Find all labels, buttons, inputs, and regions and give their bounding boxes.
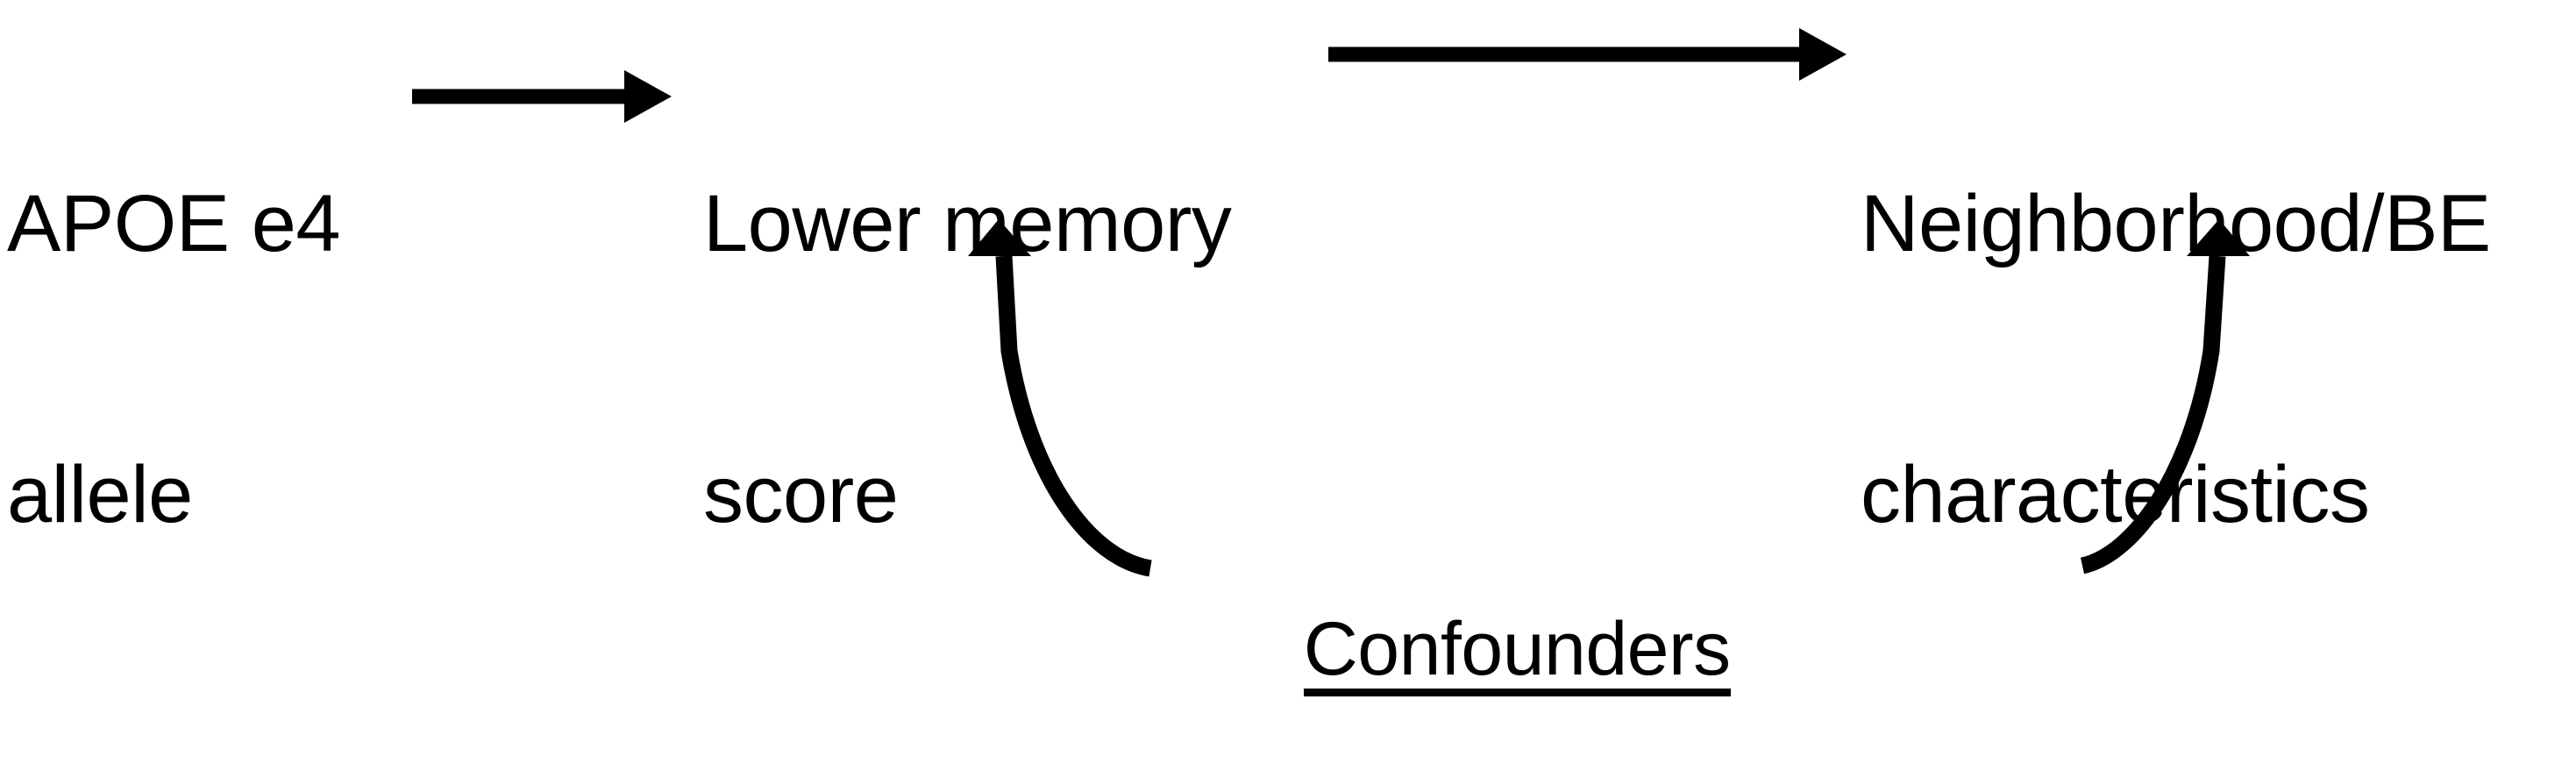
node-neighborhood-be-characteristics-line2: characteristics <box>1861 450 2370 540</box>
straight-arrow-apoe-to-memory <box>412 70 672 123</box>
arrow-head <box>624 70 672 123</box>
node-lower-memory-score-line2: score <box>703 450 899 540</box>
node-lower-memory-score-line1: Lower memory <box>703 179 1232 269</box>
node-confounders: Confounders Demographics, Preferences, l… <box>1166 351 1745 778</box>
node-neighborhood-be-characteristics-line1: Neighborhood/BE <box>1861 179 2491 269</box>
arrow-head <box>1799 28 1847 81</box>
straight-arrow-memory-to-neighborhood <box>1328 28 1847 81</box>
node-apoe-e4-allele-line1: APOE e4 <box>7 179 341 269</box>
confounders-heading: Confounders <box>1303 611 1731 696</box>
node-lower-memory-score: Lower memory score <box>703 0 1232 721</box>
node-apoe-e4-allele: APOE e4 allele <box>7 0 341 721</box>
node-neighborhood-be-characteristics: Neighborhood/BE characteristics <box>1861 0 2491 721</box>
confounders-heading-row: Confounders <box>1166 521 1745 778</box>
node-apoe-e4-allele-line2: allele <box>7 450 193 540</box>
